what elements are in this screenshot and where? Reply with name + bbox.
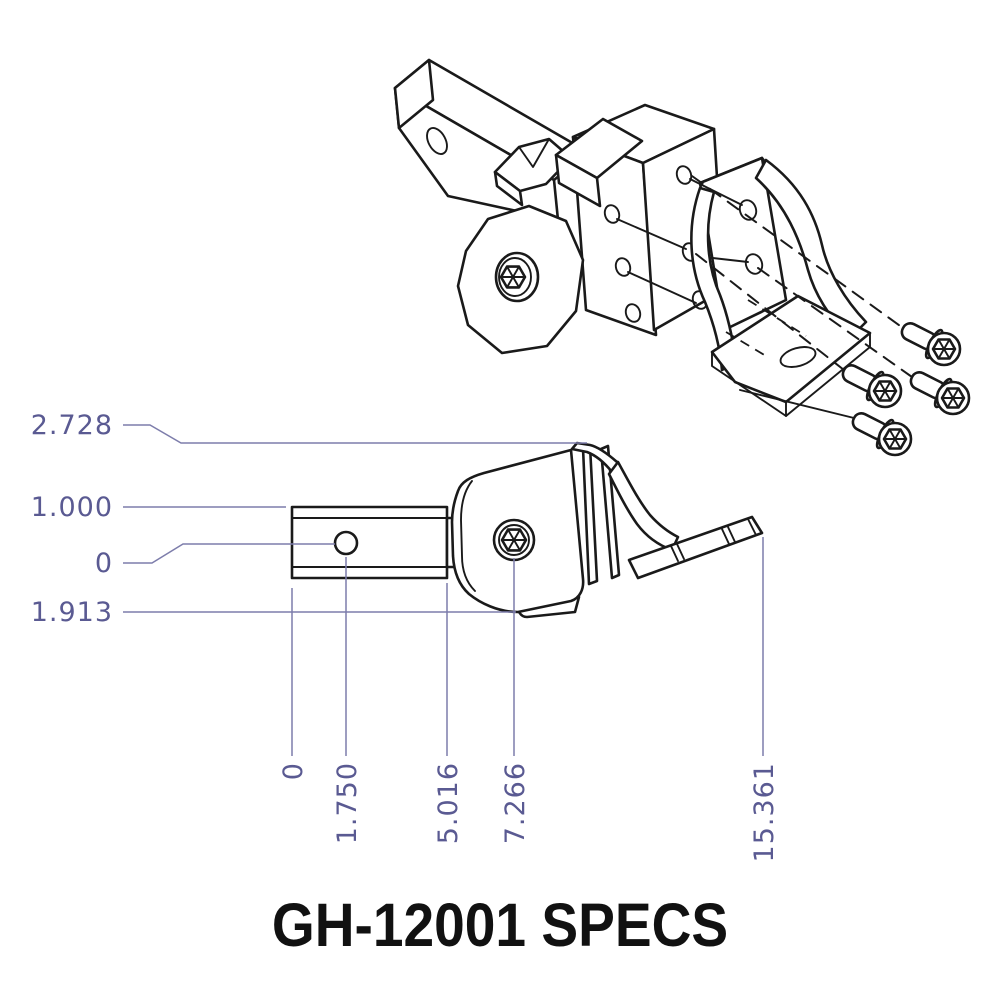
solid-leader-line [739, 389, 855, 419]
bracket-side [570, 441, 764, 586]
drawing-title: GH-12001 SPECS [272, 891, 728, 959]
drawing-title-group: GH-12001 SPECS [272, 891, 728, 959]
dim-label-0-left: 0 [95, 548, 113, 579]
tube-end-cap [393, 58, 435, 130]
base-oval-hole [779, 346, 817, 368]
bracket-hole [744, 253, 764, 275]
hidden-edge-line [725, 331, 767, 357]
dim-label-5016: 5.016 [433, 762, 464, 844]
flange-bolts [841, 322, 971, 457]
dim-label-1750: 1.750 [332, 762, 363, 844]
mounting-bracket [689, 156, 872, 417]
plate-hash-mark [727, 526, 736, 543]
v-clamp-notch [518, 138, 550, 168]
plate-tip-line [747, 518, 757, 536]
bolt-hole [603, 204, 621, 224]
v-clamp-side [493, 170, 524, 207]
isometric-exploded-view [393, 58, 971, 457]
flange-bolt-icon [900, 322, 962, 367]
bolt-alignment-dashed-lines [691, 175, 913, 419]
dim-label-0-bottom: 0 [278, 762, 309, 780]
dashed-line [695, 253, 845, 371]
curved-gusset [607, 460, 680, 552]
vertical-band [581, 444, 599, 586]
bolt-star [883, 428, 907, 450]
plate-hash-mark [676, 543, 685, 560]
bolt-flange-ring [498, 257, 532, 297]
dimension-annotations: 2.728 1.000 0 1.913 0 1.750 5.016 7.266 … [31, 410, 780, 862]
shank-tube-side [290, 505, 471, 580]
dim-label-2728: 2.728 [31, 410, 113, 441]
angled-plate [627, 515, 764, 580]
plate-hash-mark [670, 545, 679, 562]
clamp-straps [493, 117, 644, 208]
flange-bolt-icon [851, 412, 913, 457]
dim-label-1000: 1.000 [31, 492, 113, 523]
bolt-hole [624, 303, 642, 323]
hitch-pin-hole [333, 530, 359, 556]
hole-alignment-line [616, 218, 687, 250]
bolt-star [500, 265, 526, 289]
hex-flange-bolt-icon [492, 518, 536, 562]
dim-leader-2728 [123, 424, 587, 444]
hole-alignment-line [627, 271, 697, 304]
shank-tube [393, 58, 590, 222]
clamp-front-face [456, 204, 585, 355]
main-strap-side [554, 153, 602, 208]
dashed-line [757, 267, 913, 378]
bolt-hole [614, 257, 632, 277]
bolt-star [941, 387, 965, 409]
hole-alignment-line [689, 178, 743, 206]
flange-bolt-icon [841, 364, 903, 409]
clamp-body-contour [460, 480, 476, 592]
bolt-star [501, 528, 527, 552]
dim-label-1913: 1.913 [31, 597, 113, 628]
hitch-pin-hole [426, 127, 448, 155]
vertical-band [599, 444, 621, 580]
dashed-line [691, 175, 904, 329]
flange-bolt-icon [909, 371, 971, 416]
bolt-star [873, 380, 897, 402]
plate-hash-mark [721, 528, 730, 545]
hidden-edge-line [747, 299, 807, 337]
dim-leader-0 [123, 543, 335, 564]
side-profile-view [290, 441, 764, 619]
bolt-star [932, 338, 956, 360]
hex-flange-bolt-icon [494, 251, 540, 303]
dim-label-7266: 7.266 [500, 762, 531, 844]
bolt-flange-ring [498, 524, 530, 556]
dim-label-15361: 15.361 [749, 762, 780, 862]
bolt-hole [675, 165, 693, 185]
